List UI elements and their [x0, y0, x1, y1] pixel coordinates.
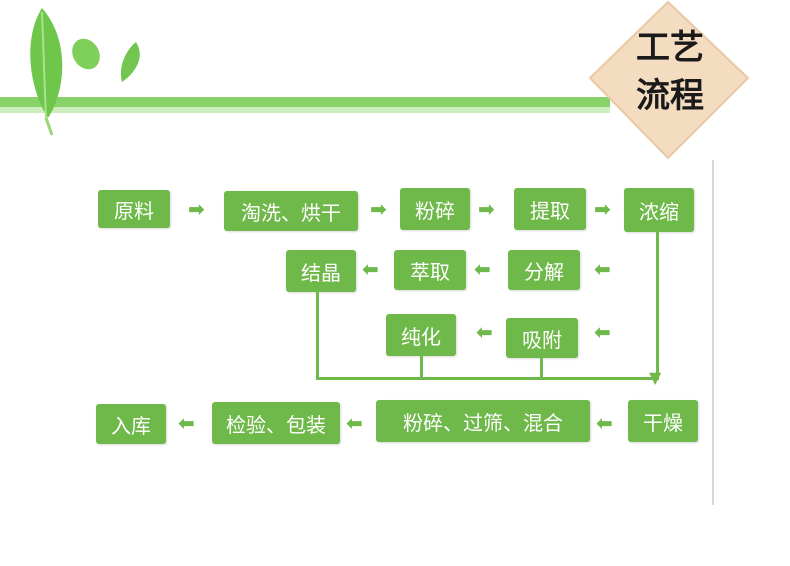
connector-adsorb-down — [540, 358, 543, 379]
step-extract: 提取 — [514, 188, 586, 230]
step-solvent-extract: 萃取 — [394, 250, 466, 290]
step-concentrate: 浓缩 — [624, 188, 694, 232]
arrow-left-icon: ⬅ — [362, 257, 379, 281]
arrow-right-icon: ➡ — [478, 197, 495, 221]
connector-crystallize-down — [316, 292, 319, 379]
step-decompose: 分解 — [508, 250, 580, 290]
arrow-left-icon: ⬅ — [178, 411, 195, 435]
step-adsorb: 吸附 — [506, 318, 578, 358]
badge-title-line2: 流程 — [636, 76, 704, 116]
step-crush-1: 粉碎 — [400, 188, 470, 230]
step-purify: 纯化 — [386, 314, 456, 356]
arrow-right-icon: ➡ — [370, 197, 387, 221]
arrow-right-icon: ➡ — [594, 197, 611, 221]
arrow-left-icon: ⬅ — [596, 411, 613, 435]
step-dry: 干燥 — [628, 400, 698, 442]
badge-title-line1: 工艺 — [636, 28, 704, 68]
step-wash-dry: 淘洗、烘干 — [224, 191, 358, 231]
connector-vertical-right — [656, 232, 659, 374]
arrow-left-icon: ⬅ — [476, 320, 493, 344]
step-warehouse: 入库 — [96, 404, 166, 444]
step-crystallize: 结晶 — [286, 250, 356, 292]
connector-purify-down — [420, 356, 423, 379]
arrow-left-icon: ⬅ — [594, 257, 611, 281]
arrow-left-icon: ⬅ — [474, 257, 491, 281]
arrow-left-icon: ⬅ — [594, 320, 611, 344]
step-crush-sieve-mix: 粉碎、过筛、混合 — [376, 400, 590, 442]
arrow-right-icon: ➡ — [188, 197, 205, 221]
connector-horizontal — [316, 377, 659, 380]
step-raw-material: 原料 — [98, 190, 170, 228]
step-inspect-pack: 检验、包装 — [212, 402, 340, 444]
arrow-left-icon: ⬅ — [346, 411, 363, 435]
